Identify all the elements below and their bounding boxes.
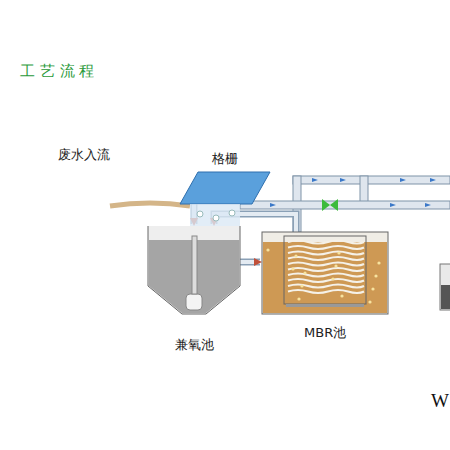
- screen-box: 格栅: [180, 172, 270, 204]
- anoxic-tank: 兼氧池: [148, 226, 240, 314]
- diagram-title: 工 艺 流 程: [20, 62, 94, 81]
- node-label: 兼氧池: [175, 336, 214, 354]
- pipe-connector: [240, 260, 260, 264]
- screen-shape: [180, 172, 270, 204]
- inflow-label: 废水入流: [58, 146, 110, 164]
- tank2-shape: [262, 232, 388, 314]
- tank1-shape: [148, 226, 240, 314]
- node-label: MBR池: [304, 324, 346, 342]
- watermark: W: [431, 390, 449, 412]
- mbr-tank: MBR池: [262, 232, 388, 314]
- pipe-body: [240, 259, 260, 266]
- node-label: 格栅: [212, 150, 238, 168]
